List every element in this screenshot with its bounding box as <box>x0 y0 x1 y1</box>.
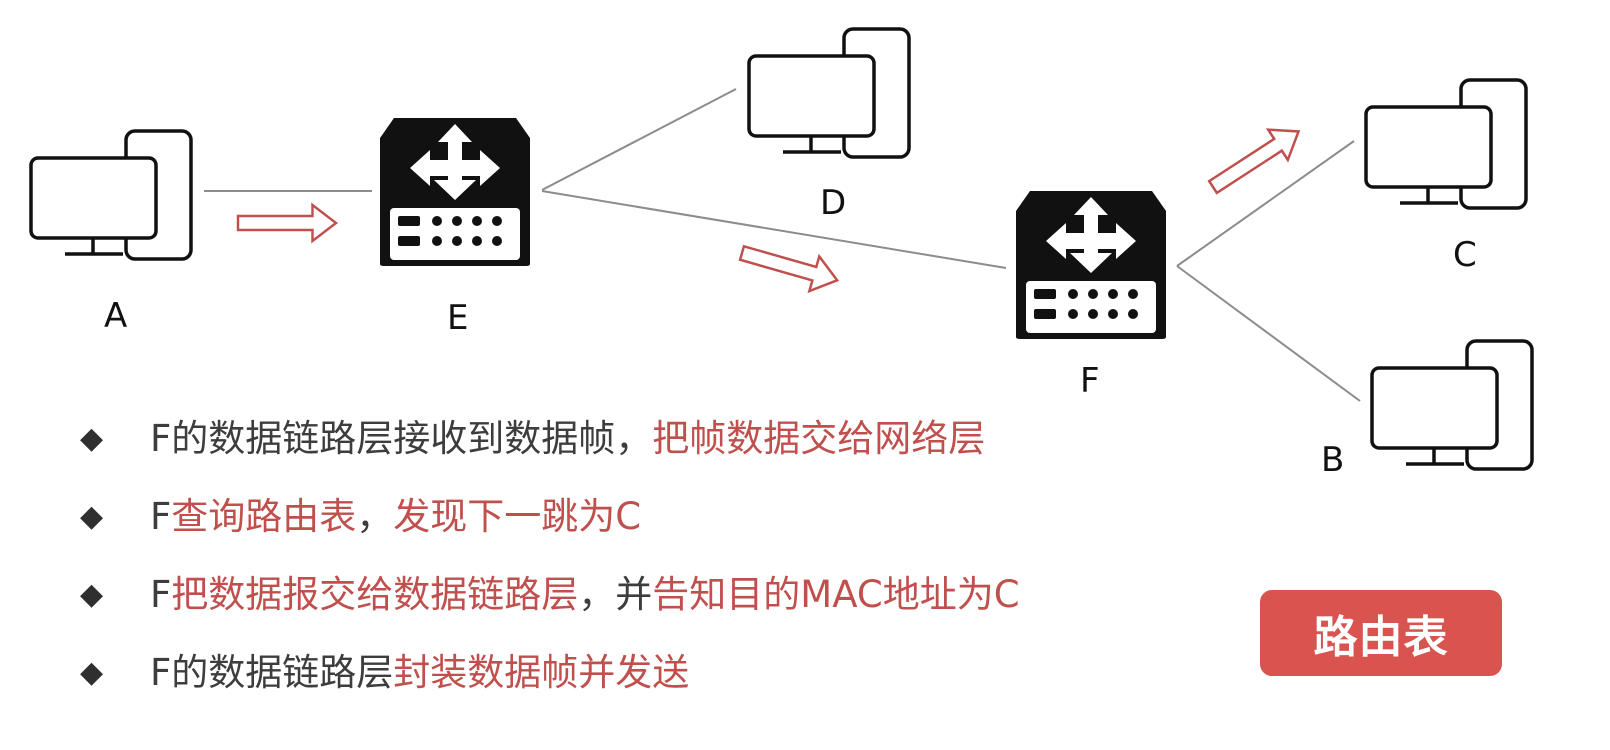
step-text-highlight: 把帧数据交给网络层 <box>652 417 986 460</box>
flow-arrow-f-to-c <box>1201 115 1310 204</box>
router-e-label: E <box>447 298 469 338</box>
diamond-bullet-icon: ◆ <box>80 421 104 456</box>
routing-table-button[interactable]: 路由表 <box>1260 590 1502 676</box>
step-text-highlight: 告知目的MAC地址为C <box>652 573 1020 616</box>
step-item: ◆ F的数据链路层接收到数据帧，把帧数据交给网络层 <box>80 408 985 462</box>
host-b-label: B <box>1321 440 1345 480</box>
step-item: ◆ F的数据链路层封装数据帧并发送 <box>80 642 689 696</box>
flow-arrow-e-to-f <box>735 234 844 299</box>
step-text: F的数据链路层接收到数据帧， <box>150 417 653 460</box>
step-text: F <box>150 573 172 616</box>
step-text-highlight: 查询路由表 <box>171 495 357 538</box>
step-text: F <box>150 495 172 538</box>
step-item: ◆ F把数据报交给数据链路层，并告知目的MAC地址为C <box>80 564 1020 618</box>
step-text-highlight: 封装数据帧并发送 <box>393 651 690 694</box>
diamond-bullet-icon: ◆ <box>80 499 104 534</box>
host-a-label: A <box>104 296 128 336</box>
router-f-icon <box>1016 191 1166 339</box>
link-f-c <box>1176 140 1355 267</box>
router-f-label: F <box>1080 361 1100 401</box>
step-item: ◆ F查询路由表，发现下一跳为C <box>80 486 641 540</box>
host-a-icon <box>29 129 193 261</box>
step-text-highlight: 发现下一跳为C <box>393 495 642 538</box>
link-f-b <box>1176 265 1361 402</box>
router-e-icon <box>380 118 530 266</box>
link-e-d <box>541 88 737 191</box>
step-text: ，并 <box>578 573 653 616</box>
flow-arrow-a-to-e <box>236 203 338 243</box>
step-text-highlight: 把数据报交给数据链路层 <box>171 573 579 616</box>
step-text: ， <box>356 495 394 538</box>
link-e-f <box>541 190 1007 269</box>
host-b-icon <box>1370 339 1534 471</box>
host-d-label: D <box>820 183 847 223</box>
diamond-bullet-icon: ◆ <box>80 577 104 612</box>
diamond-bullet-icon: ◆ <box>80 655 104 690</box>
host-d-icon <box>747 27 911 159</box>
host-c-icon <box>1364 78 1528 210</box>
host-c-label: C <box>1453 235 1477 275</box>
step-text: F的数据链路层 <box>150 651 394 694</box>
